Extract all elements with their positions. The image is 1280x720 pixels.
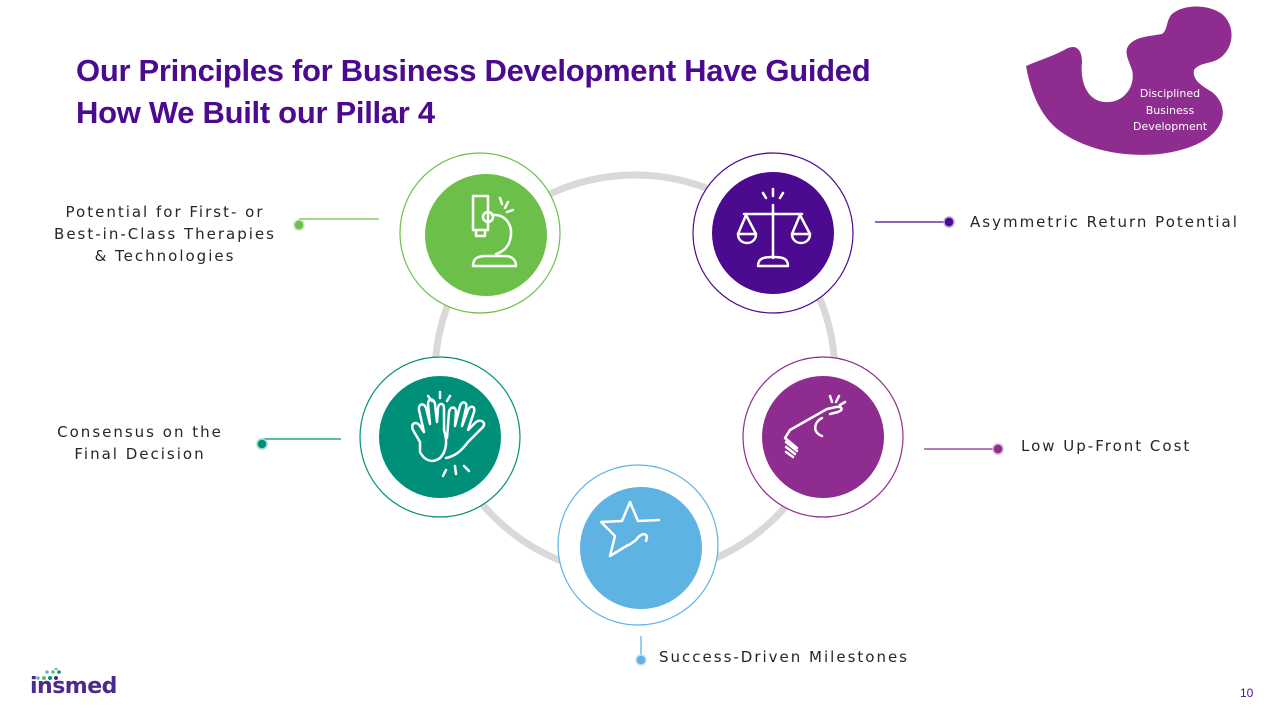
label-low-cost: Low Up-Front Cost <box>1021 435 1191 457</box>
label-first-in-class-line-1: Potential for First- or <box>65 203 265 221</box>
connector-dot-milestones <box>635 654 647 666</box>
scales-icon <box>736 187 812 268</box>
badge-label-line-3: Development <box>1132 120 1208 133</box>
high-five-icon <box>411 390 486 478</box>
node-first-in-class <box>399 152 561 314</box>
connector-dot-consensus <box>256 438 268 450</box>
badge-label: Disciplined Business Development <box>1118 86 1222 136</box>
label-consensus-line-2: Final Decision <box>74 445 206 463</box>
star-icon <box>599 500 661 558</box>
label-consensus-line-1: Consensus on the <box>57 423 223 441</box>
slide-title-line-1: Our Principles for Business Development … <box>76 53 871 88</box>
node-milestones <box>557 464 719 626</box>
puzzle-piece-icon <box>1026 6 1232 155</box>
label-first-in-class-line-3: & Technologies <box>94 247 236 265</box>
node-consensus <box>359 356 521 518</box>
label-asymmetric-return-line-1: Asymmetric Return Potential <box>970 213 1239 231</box>
connector-dot-low-cost <box>992 443 1004 455</box>
page-number: 10 <box>1240 686 1254 700</box>
logo-wordmark: insmed <box>30 674 117 699</box>
insmed-logo: insmed <box>30 668 130 708</box>
logo-dots-icon <box>36 668 61 680</box>
hand-coin-icon <box>783 394 847 459</box>
microscope-icon <box>471 194 518 268</box>
label-milestones-line-1: Success-Driven Milestones <box>659 648 909 666</box>
connector-dot-asymmetric-return <box>943 216 955 228</box>
label-first-in-class-line-2: Best-in-Class Therapies <box>54 225 276 243</box>
badge-label-line-1: Disciplined <box>1139 87 1201 100</box>
connector-dot-first-in-class <box>293 219 305 231</box>
slide-title: Our Principles for Business Development … <box>76 50 996 134</box>
badge-label-line-2: Business <box>1145 103 1195 117</box>
label-low-cost-line-1: Low Up-Front Cost <box>1021 437 1192 455</box>
label-asymmetric-return: Asymmetric Return Potential <box>970 211 1239 233</box>
slide-title-line-2: How We Built our Pillar 4 <box>76 95 435 130</box>
label-consensus: Consensus on the Final Decision <box>40 421 240 465</box>
label-milestones: Success-Driven Milestones <box>659 646 909 668</box>
node-asymmetric-return <box>692 152 854 314</box>
label-first-in-class: Potential for First- or Best-in-Class Th… <box>40 201 290 267</box>
node-low-cost <box>742 356 904 518</box>
